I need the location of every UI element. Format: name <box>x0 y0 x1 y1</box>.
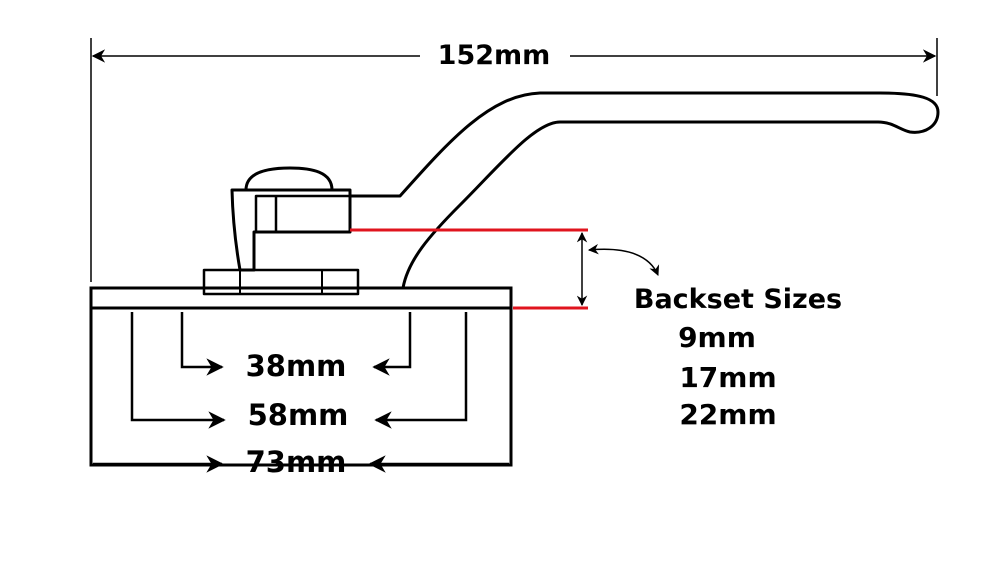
spindle-cap <box>244 166 334 191</box>
dimension-38mm-label: 38mm <box>246 349 347 383</box>
rose-nut <box>202 268 360 296</box>
lever-handle <box>202 91 940 296</box>
base-dimension-labels: 38mm 58mm 73mm <box>246 349 349 479</box>
backplate <box>89 286 513 467</box>
backplate-body <box>89 308 513 467</box>
overall-length-dimension: 152mm <box>90 38 938 282</box>
dimension-73mm-label: 73mm <box>246 445 347 479</box>
backplate-top-bar <box>89 286 513 310</box>
bracket-58-right <box>374 312 468 429</box>
backset-markers <box>350 228 588 310</box>
backset-dimension <box>576 231 660 307</box>
base-dimension-brackets <box>93 312 509 473</box>
bracket-58-left <box>130 312 226 429</box>
bracket-38-left <box>180 312 224 376</box>
bracket-38-right <box>372 312 412 376</box>
grub-screw-block <box>254 194 352 234</box>
backset-size-22mm: 22mm <box>679 398 776 431</box>
lever-body-outline <box>230 188 352 272</box>
dimension-58mm-label: 58mm <box>248 398 349 432</box>
backset-size-17mm: 17mm <box>679 361 776 394</box>
backset-curved-pointer <box>587 243 660 276</box>
backset-sizes-title: Backset Sizes <box>634 284 842 315</box>
backset-size-9mm: 9mm <box>678 321 756 354</box>
backset-sizes-block: Backset Sizes 9mm 17mm 22mm <box>634 284 842 431</box>
overall-length-label: 152mm <box>438 40 551 71</box>
